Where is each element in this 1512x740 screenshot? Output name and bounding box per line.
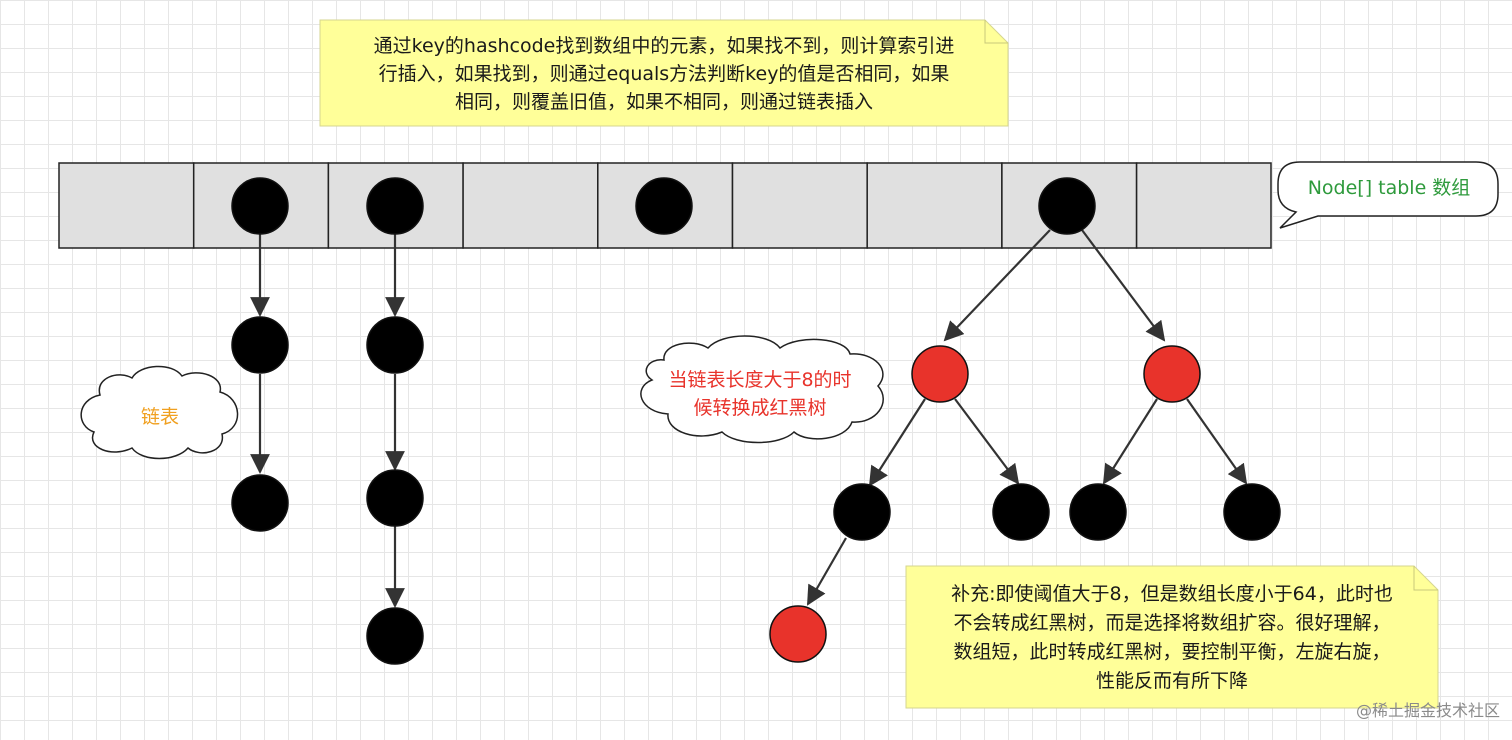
bottom-note-text: 补充:即使阈值大于8，但是数组长度小于64，此时也 不会转成红黑树，而是选择将数… [908,580,1436,696]
bottom-note-line: 数组短，此时转成红黑树，要控制平衡，左旋右旋， [953,641,1391,663]
black-tree-node [1223,483,1281,541]
bottom-note-line: 补充:即使阈值大于8，但是数组长度小于64，此时也 [951,583,1393,605]
top-note-text: 通过key的hashcode找到数组中的元素，如果找不到，则计算索引进 行插入，… [322,32,1006,116]
watermark: @稀土掘金技术社区 [1355,701,1500,720]
bucket-node [1038,177,1096,235]
nodes [231,177,1281,665]
table-cell-3 [462,162,599,249]
edge-arrow [954,398,1020,485]
bucket-node [366,177,424,235]
table-cell-6 [866,162,1003,249]
list-node [231,316,289,374]
black-tree-node [833,483,891,541]
black-tree-node [1069,483,1127,541]
table-label-bubble [1277,161,1499,229]
top-note-line: 通过key的hashcode找到数组中的元素，如果找不到，则计算索引进 [373,35,955,57]
tree-conversion-cloud [640,335,884,444]
bottom-note-line: 性能反而有所下降 [1095,670,1248,692]
table-cell-0 [58,162,195,249]
black-tree-node [992,483,1050,541]
bucket-node [635,177,693,235]
tree-conversion-line: 候转换成红黑树 [693,397,827,419]
tree-conversion-label: 当链表长度大于8的时 候转换成红黑树 [640,366,880,422]
red-tree-node [769,605,827,663]
bucket-node [231,177,289,235]
linked-list-cloud [80,365,239,460]
edge-arrow [868,398,926,487]
tree-conversion-line: 当链表长度大于8的时 [668,369,852,391]
edge-arrow [1102,398,1158,485]
linked-list-label: 链表 [140,406,179,428]
table-label: Node[] table 数组 [1307,177,1471,199]
edges [250,229,1248,608]
edge-arrow [1081,229,1166,342]
top-note-line: 相同，则覆盖旧值，如果不相同，则通过链表插入 [454,91,873,113]
red-tree-node [1143,345,1201,403]
list-node [366,607,424,665]
list-node [366,316,424,374]
edge-arrow [943,229,1051,342]
top-note-line: 行插入，如果找到，则通过equals方法判断key的值是否相同，如果 [378,63,950,85]
list-node [231,474,289,532]
red-tree-node [911,345,969,403]
top-note [319,19,1009,127]
table-cell-8 [1135,162,1272,249]
table-cell-5 [731,162,868,249]
list-node [366,469,424,527]
bottom-note [905,565,1439,709]
edge-arrow [807,537,847,606]
edge-arrow [1186,398,1248,485]
bottom-note-line: 不会转成红黑树，而是选择将数组扩容。很好理解， [953,612,1391,634]
